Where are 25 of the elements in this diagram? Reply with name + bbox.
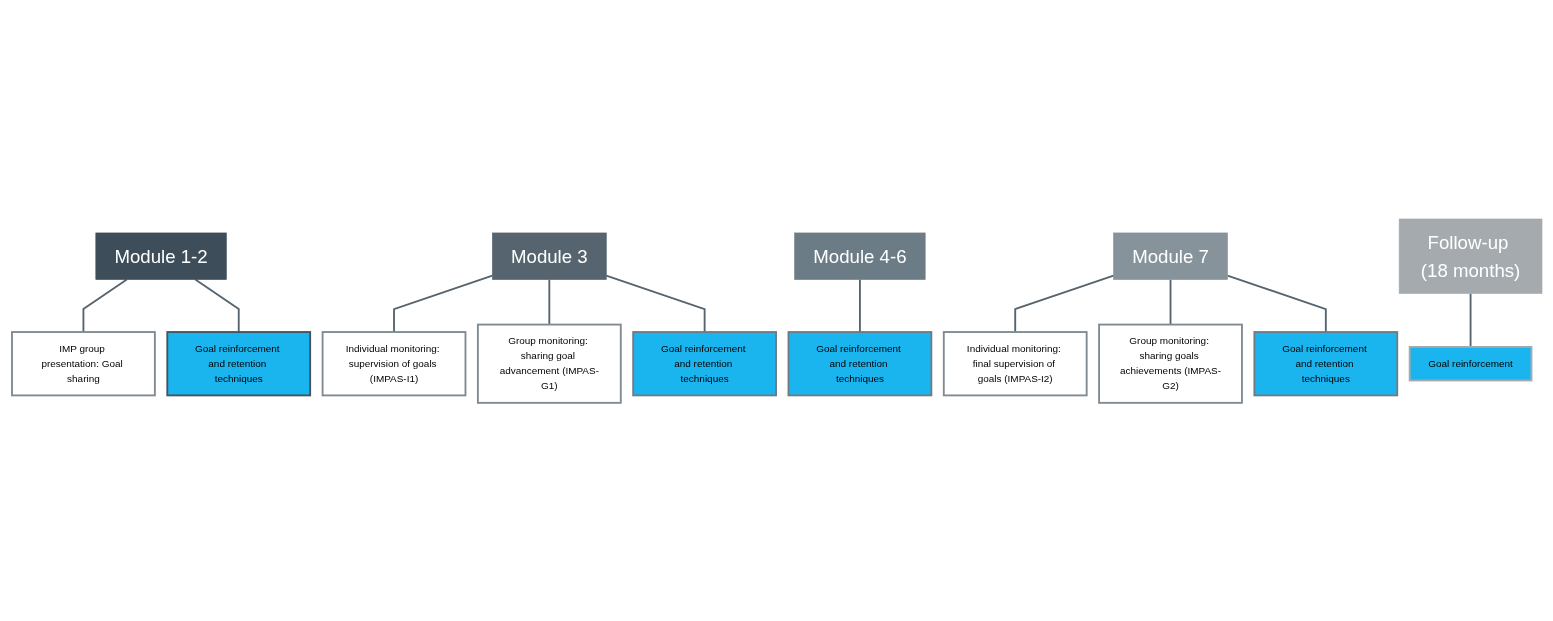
node-box: Group monitoring: sharing goals achievements (IMPAS-G2) <box>1097 323 1243 404</box>
node-box: Module 4-6 <box>793 232 925 280</box>
node-box: Goal reinforcement <box>1408 345 1532 381</box>
connector <box>1169 278 1171 326</box>
node-box: Module 3 <box>491 232 607 280</box>
node-box: Individual monitoring: supervision of goals (IMPAS-I1) <box>321 330 466 396</box>
connector <box>392 274 493 333</box>
node-box: Goal reinforcement and retention techniques <box>787 330 932 396</box>
node-box: Goal reinforcement and retention techniques <box>1252 330 1398 396</box>
node-box: Module 7 <box>1112 232 1228 280</box>
connector <box>858 278 861 333</box>
connector <box>193 278 240 333</box>
connector <box>547 278 550 326</box>
node-box: Goal reinforcement and retention techniques <box>165 330 311 396</box>
connector <box>1226 274 1327 333</box>
connector <box>82 278 128 333</box>
node-box: Module 1-2 <box>95 232 227 280</box>
node-box: IMP group presentation: Goal sharing <box>10 330 156 396</box>
connector <box>1469 292 1471 348</box>
node-box: Goal reinforcement and retention techniques <box>631 330 777 396</box>
connector <box>604 274 706 333</box>
node-box: Group monitoring: sharing goal advancement (IMPAS-G1) <box>476 323 622 404</box>
node-box: Individual monitoring: final supervision of goals (IMPAS-I2) <box>942 330 1088 396</box>
connector <box>1013 274 1114 333</box>
node-box: Follow-up (18 months) <box>1398 218 1542 294</box>
